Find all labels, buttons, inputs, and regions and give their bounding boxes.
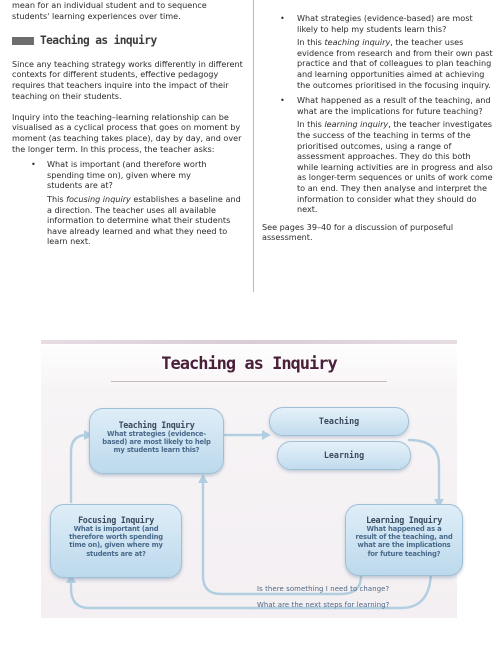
bullet-teaching: • What strategies (evidence-based) are m… xyxy=(262,13,494,34)
heading-text: Teaching as inquiry xyxy=(40,34,157,48)
arrow-change xyxy=(201,478,363,596)
diagram-title: Teaching as Inquiry xyxy=(161,354,337,374)
arrow-next-steps xyxy=(69,568,433,610)
bullet-focusing-question: What is important (and therefore worth s… xyxy=(47,159,207,191)
bullet-learning: • What happened as a result of the teach… xyxy=(262,95,494,116)
heading-bar-icon xyxy=(12,37,34,46)
learning-inquiry-box: Learning Inquiry What happened as a resu… xyxy=(345,504,463,576)
arrowhead-change xyxy=(198,474,208,483)
bullet-focusing: • What is important (and therefore worth… xyxy=(12,159,244,191)
bullet-teaching-question: What strategies (evidence-based) are mos… xyxy=(297,13,473,34)
teaching-inquiry-text: What strategies (evidence-based) are mos… xyxy=(102,430,211,455)
bullet-icon: • xyxy=(280,95,285,106)
paragraph-1: Since any teaching strategy works differ… xyxy=(12,58,243,101)
learning-pill: Learning xyxy=(277,441,411,470)
learning-inquiry-text: What happened as a result of the teachin… xyxy=(355,525,453,558)
intro-line-2: students' learning experiences over time… xyxy=(12,10,181,21)
focusing-inquiry-box: Focusing Inquiry What is important (and … xyxy=(50,504,182,578)
focusing-inquiry-text: What is important (and therefore worth s… xyxy=(69,525,163,558)
paragraph-2: Inquiry into the teaching–learning relat… xyxy=(12,111,242,154)
question-next-steps: What are the next steps for learning? xyxy=(257,601,390,609)
bullet-learning-question: What happened as a result of the teachin… xyxy=(297,95,491,116)
learning-inquiry-title: Learning Inquiry xyxy=(366,515,442,525)
teaching-inquiry-diagram: Teaching as Inquiry Teaching Inquiry Wha… xyxy=(41,340,463,618)
arrowhead-learning-inquiry xyxy=(434,499,444,508)
arrowhead-next-steps xyxy=(66,574,76,583)
arrow-focus-to-teaching xyxy=(69,433,89,504)
question-change: Is there something I need to change? xyxy=(257,585,390,593)
term-learning-inquiry: learning inquiry xyxy=(324,119,389,130)
bullet-icon: • xyxy=(280,13,285,23)
right-column: • What strategies (evidence-based) are m… xyxy=(262,0,494,243)
intro-line-1: mean for an individual student and to se… xyxy=(12,0,207,10)
bullet-focusing-detail: This focusing inquiry establishes a base… xyxy=(47,193,241,247)
teaching-inquiry-title: Teaching Inquiry xyxy=(118,420,195,430)
bullet-learning-detail: In this learning inquiry, the teacher in… xyxy=(297,119,493,215)
column-divider xyxy=(253,0,254,292)
diagram-title-rule xyxy=(111,381,387,382)
term-focusing-inquiry: focusing inquiry xyxy=(66,193,131,204)
teaching-inquiry-box: Teaching Inquiry What strategies (eviden… xyxy=(89,408,224,474)
term-teaching-inquiry: teaching inquiry xyxy=(324,37,391,48)
bullet-teaching-detail: In this teaching inquiry, the teacher us… xyxy=(297,37,493,90)
arrowhead-teaching xyxy=(262,430,271,440)
teaching-pill: Teaching xyxy=(269,407,409,436)
focusing-inquiry-title: Focusing Inquiry xyxy=(78,515,154,525)
see-pages-note: See pages 39–40 for a discussion of purp… xyxy=(262,221,454,243)
section-heading: Teaching as inquiry xyxy=(12,34,244,48)
left-column: mean for an individual student and to se… xyxy=(12,0,244,247)
cycle-arrows xyxy=(66,430,444,610)
diagram-top-band xyxy=(41,340,457,344)
arrowhead-focus-to-teaching xyxy=(84,430,93,440)
arrow-to-learning-inquiry xyxy=(407,438,441,504)
bullet-icon: • xyxy=(31,159,36,170)
